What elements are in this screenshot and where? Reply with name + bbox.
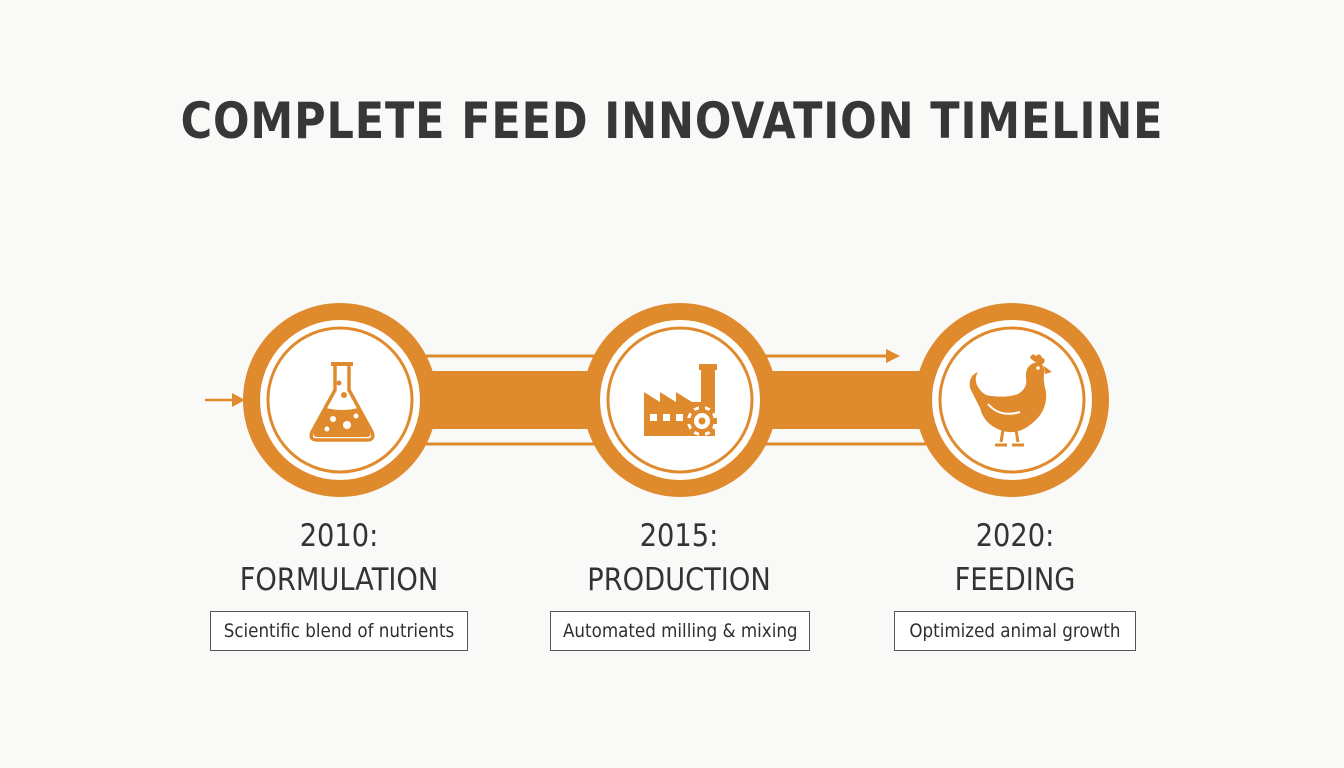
chicken-icon — [969, 354, 1052, 447]
milestone-label-1: 2010: FORMULATION — [207, 514, 471, 602]
milestone-label-2: 2015: PRODUCTION — [547, 514, 811, 602]
milestone-year: 2020: — [975, 518, 1055, 554]
milestone-description-2: Automated milling & mixing — [550, 611, 810, 651]
arrowhead-right-icon — [886, 349, 900, 363]
connector-band-2 — [748, 371, 938, 429]
milestone-description-3: Optimized animal growth — [894, 611, 1136, 651]
entry-arrowhead-icon — [232, 393, 245, 407]
milestone-name: FORMULATION — [239, 562, 439, 598]
flask-icon — [309, 362, 375, 442]
page-title: COMPLETE FEED INNOVATION TIMELINE — [180, 92, 1164, 150]
milestone-name: PRODUCTION — [587, 562, 771, 598]
milestone-label-3: 2020: FEEDING — [883, 514, 1147, 602]
connector-band-1 — [410, 371, 610, 429]
factory-gear-icon — [644, 364, 717, 436]
milestone-name: FEEDING — [954, 562, 1076, 598]
milestone-year: 2010: — [299, 518, 379, 554]
milestone-year: 2015: — [639, 518, 719, 554]
milestone-circle-1 — [243, 303, 437, 497]
milestone-description-1: Scientific blend of nutrients — [210, 611, 468, 651]
